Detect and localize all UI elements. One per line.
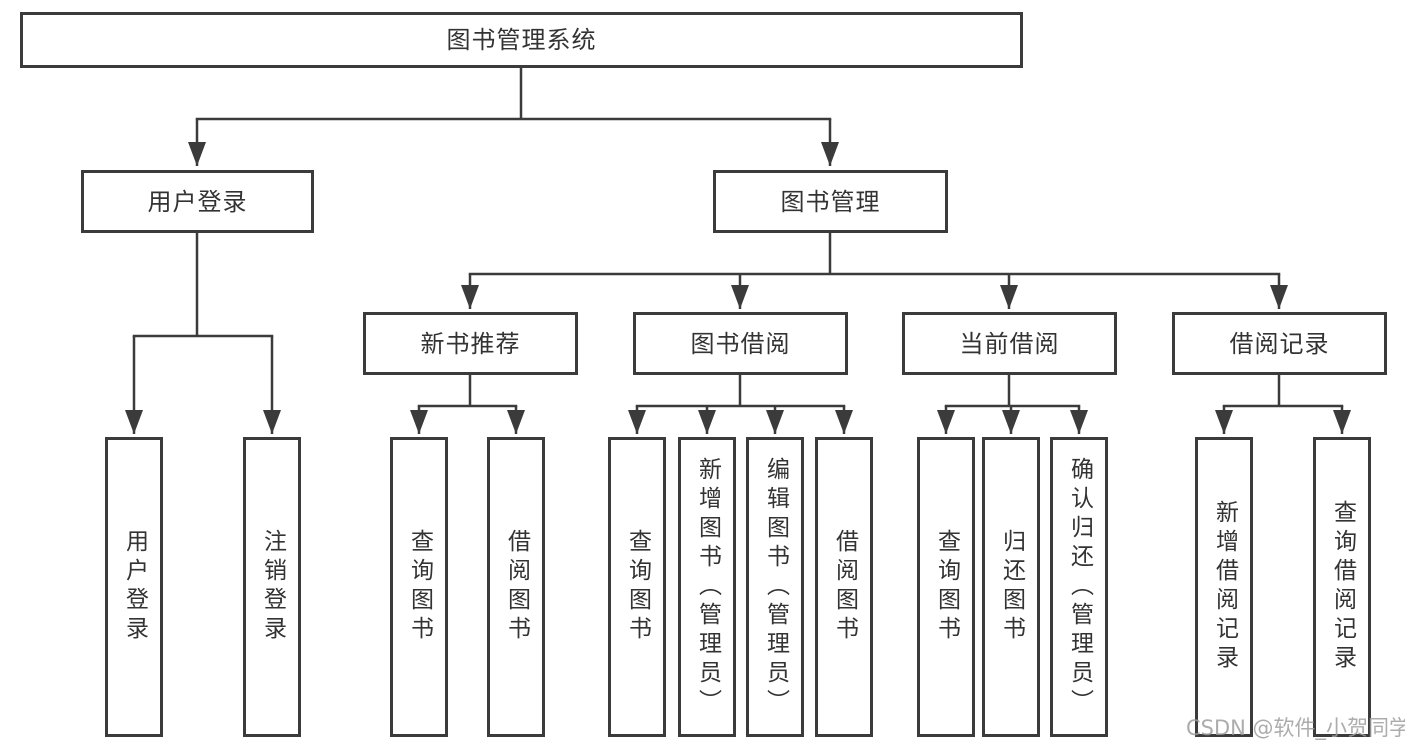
leaf-label: 注销登录: [259, 529, 286, 645]
leaf-label: 确认归还（管理员）: [1066, 456, 1093, 718]
node-label: 新书推荐: [420, 329, 521, 358]
leaf-query-books-recommend: 查询图书: [390, 437, 448, 737]
node-label: 借阅记录: [1229, 329, 1330, 358]
leaf-label: 用户登录: [121, 529, 148, 645]
leaf-logout-login: 注销登录: [243, 437, 301, 737]
leaf-edit-books-admin: 编辑图书（管理员）: [746, 437, 804, 737]
node-label: 图书管理: [780, 187, 881, 216]
leaf-add-books-admin: 新增图书（管理员）: [678, 437, 736, 737]
leaf-return-books: 归还图书: [982, 437, 1040, 737]
node-book-management: 图书管理: [713, 170, 948, 233]
node-label: 当前借阅: [959, 329, 1060, 358]
leaf-label: 新增借阅记录: [1211, 500, 1238, 674]
leaf-label: 查询借阅记录: [1329, 500, 1356, 674]
node-new-book-recommendation: 新书推荐: [363, 312, 578, 375]
leaf-borrow-books-borrowing: 借阅图书: [815, 437, 873, 737]
node-label: 图书借阅: [690, 329, 791, 358]
leaf-query-books-borrowing: 查询图书: [608, 437, 666, 737]
leaf-label: 新增图书（管理员）: [694, 456, 721, 718]
node-user-login: 用户登录: [81, 170, 314, 233]
leaf-query-books-current: 查询图书: [917, 437, 975, 737]
leaf-label: 查询图书: [624, 529, 651, 645]
node-current-borrowing: 当前借阅: [902, 312, 1117, 375]
leaf-confirm-return-admin: 确认归还（管理员）: [1050, 437, 1108, 737]
leaf-query-borrow-record: 查询借阅记录: [1313, 437, 1371, 737]
leaf-label: 编辑图书（管理员）: [762, 456, 789, 718]
node-label: 图书管理系统: [446, 26, 597, 54]
leaf-borrow-books-recommend: 借阅图书: [487, 437, 545, 737]
csdn-watermark: CSDN @软件_小贺同学: [1186, 716, 1405, 740]
leaf-label: 查询图书: [406, 529, 433, 645]
leaf-label: 借阅图书: [831, 529, 858, 645]
leaf-label: 借阅图书: [503, 529, 530, 645]
node-library-management-system: 图书管理系统: [20, 12, 1023, 68]
node-book-borrowing: 图书借阅: [633, 312, 848, 375]
leaf-user-login: 用户登录: [105, 437, 163, 737]
leaf-add-borrow-record: 新增借阅记录: [1195, 437, 1253, 737]
leaf-label: 查询图书: [933, 529, 960, 645]
node-label: 用户登录: [147, 187, 248, 216]
leaf-label: 归还图书: [998, 529, 1025, 645]
node-borrowing-records: 借阅记录: [1172, 312, 1387, 375]
